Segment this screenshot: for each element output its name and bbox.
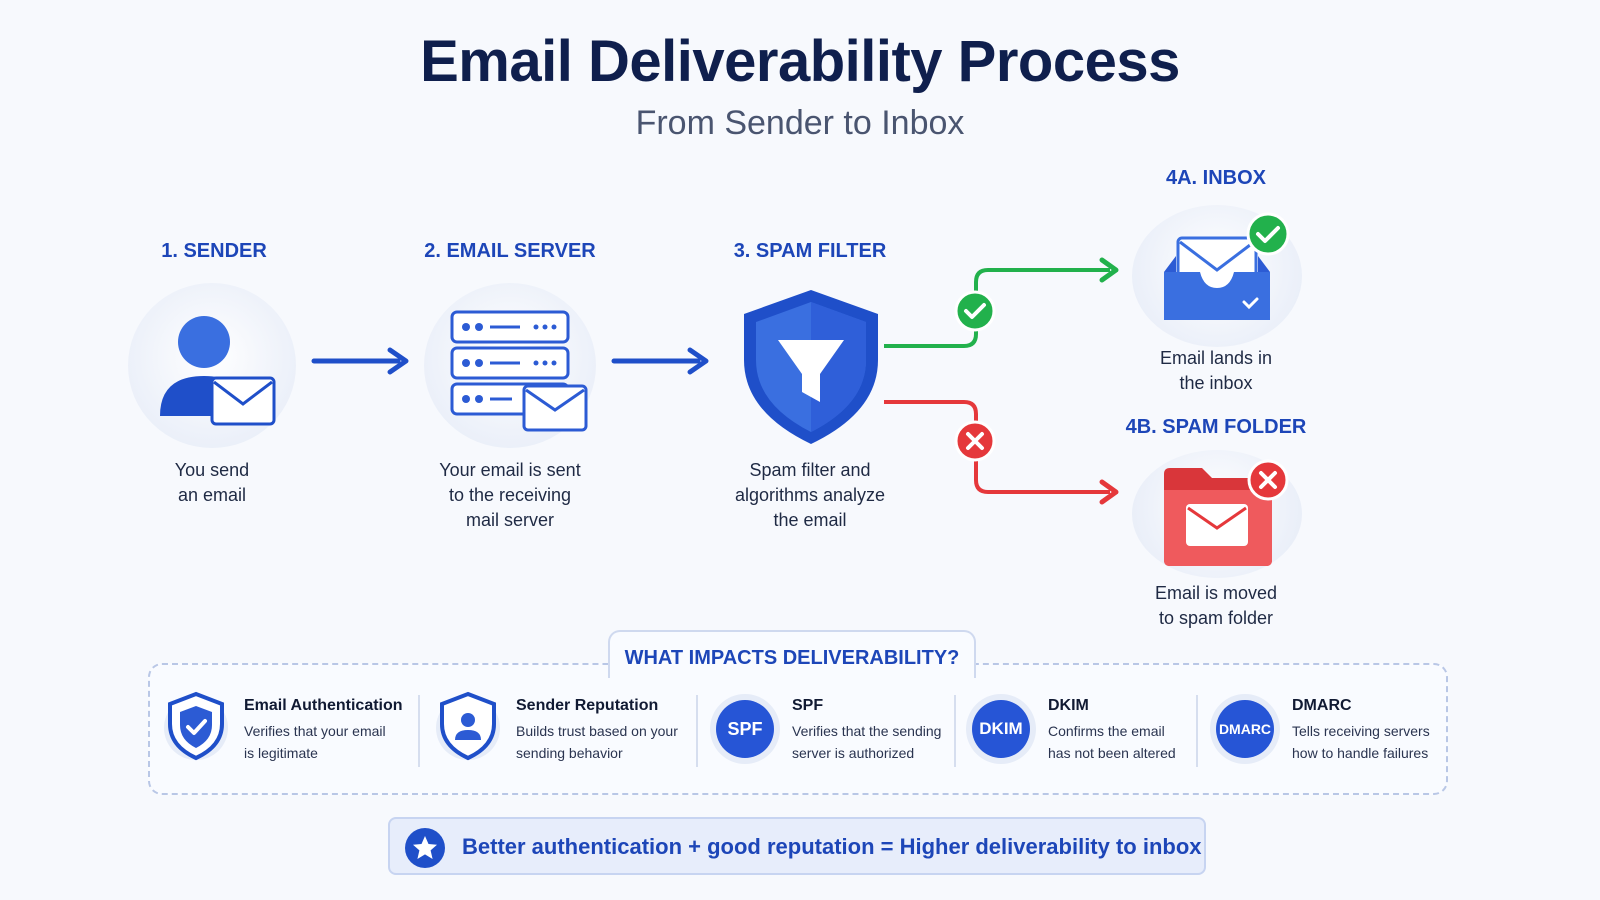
impact-divider	[1196, 695, 1198, 767]
step-sender-label: 1. SENDER	[161, 240, 267, 262]
impact-dmarc-desc: Tells receiving servers how to handle fa…	[1292, 723, 1430, 761]
impact-dmarc-name: DMARC	[1292, 697, 1352, 714]
impact-spf-desc: Verifies that the sending server is auth…	[792, 723, 942, 761]
impact-authentication-desc: Verifies that your email is legitimate	[244, 723, 386, 761]
star-icon	[405, 828, 445, 868]
arrow-right-icon	[311, 347, 409, 375]
step-spam-label: 4B. SPAM FOLDER	[1125, 416, 1307, 438]
impact-divider	[696, 695, 698, 767]
server-stack-icon	[450, 310, 588, 432]
step-filter-label: 3. SPAM FILTER	[733, 240, 887, 262]
step-server-label: 2. EMAIL SERVER	[424, 240, 596, 262]
spam-folder-icon	[1164, 459, 1289, 566]
arrow-right-icon	[611, 347, 709, 375]
shield-funnel-icon	[744, 290, 878, 444]
page-title: Email Deliverability Process	[420, 29, 1180, 94]
impact-dkim-name: DKIM	[1048, 697, 1089, 714]
impact-divider	[418, 695, 420, 767]
impact-reputation-desc: Builds trust based on your sending behav…	[516, 723, 678, 761]
step-server-desc: Your email is sent to the receiving mail…	[439, 460, 581, 530]
step-sender-desc: You send an email	[174, 460, 250, 505]
page-subtitle: From Sender to Inbox	[635, 104, 965, 142]
impact-authentication-name: Email Authentication	[244, 697, 403, 714]
impact-dkim-desc: Confirms the email has not been altered	[1048, 723, 1176, 761]
impact-reputation-name: Sender Reputation	[516, 697, 659, 714]
spf-badge: SPF	[716, 700, 774, 758]
footer-text: Better authentication + good reputation …	[462, 834, 1202, 859]
dmarc-badge: DMARC	[1216, 700, 1274, 758]
step-spam-desc: Email is moved to spam folder	[1154, 583, 1278, 628]
dkim-badge: DKIM	[972, 700, 1030, 758]
impact-divider	[954, 695, 956, 767]
footer-banner: Better authentication + good reputation …	[388, 817, 1206, 875]
impact-spf-name: SPF	[792, 697, 824, 714]
check-circle-icon	[954, 290, 996, 332]
shield-check-icon	[164, 691, 228, 761]
shield-user-icon	[436, 691, 500, 761]
x-circle-icon	[954, 420, 996, 462]
impacts-title: WHAT IMPACTS DELIVERABILITY?	[608, 630, 976, 678]
user-with-envelope-icon	[160, 316, 276, 426]
step-filter-desc: Spam filter and algorithms analyze the e…	[734, 460, 886, 530]
step-inbox-label: 4A. INBOX	[1165, 167, 1267, 189]
step-inbox-desc: Email lands in the inbox	[1159, 348, 1273, 393]
inbox-tray-icon	[1164, 212, 1290, 320]
